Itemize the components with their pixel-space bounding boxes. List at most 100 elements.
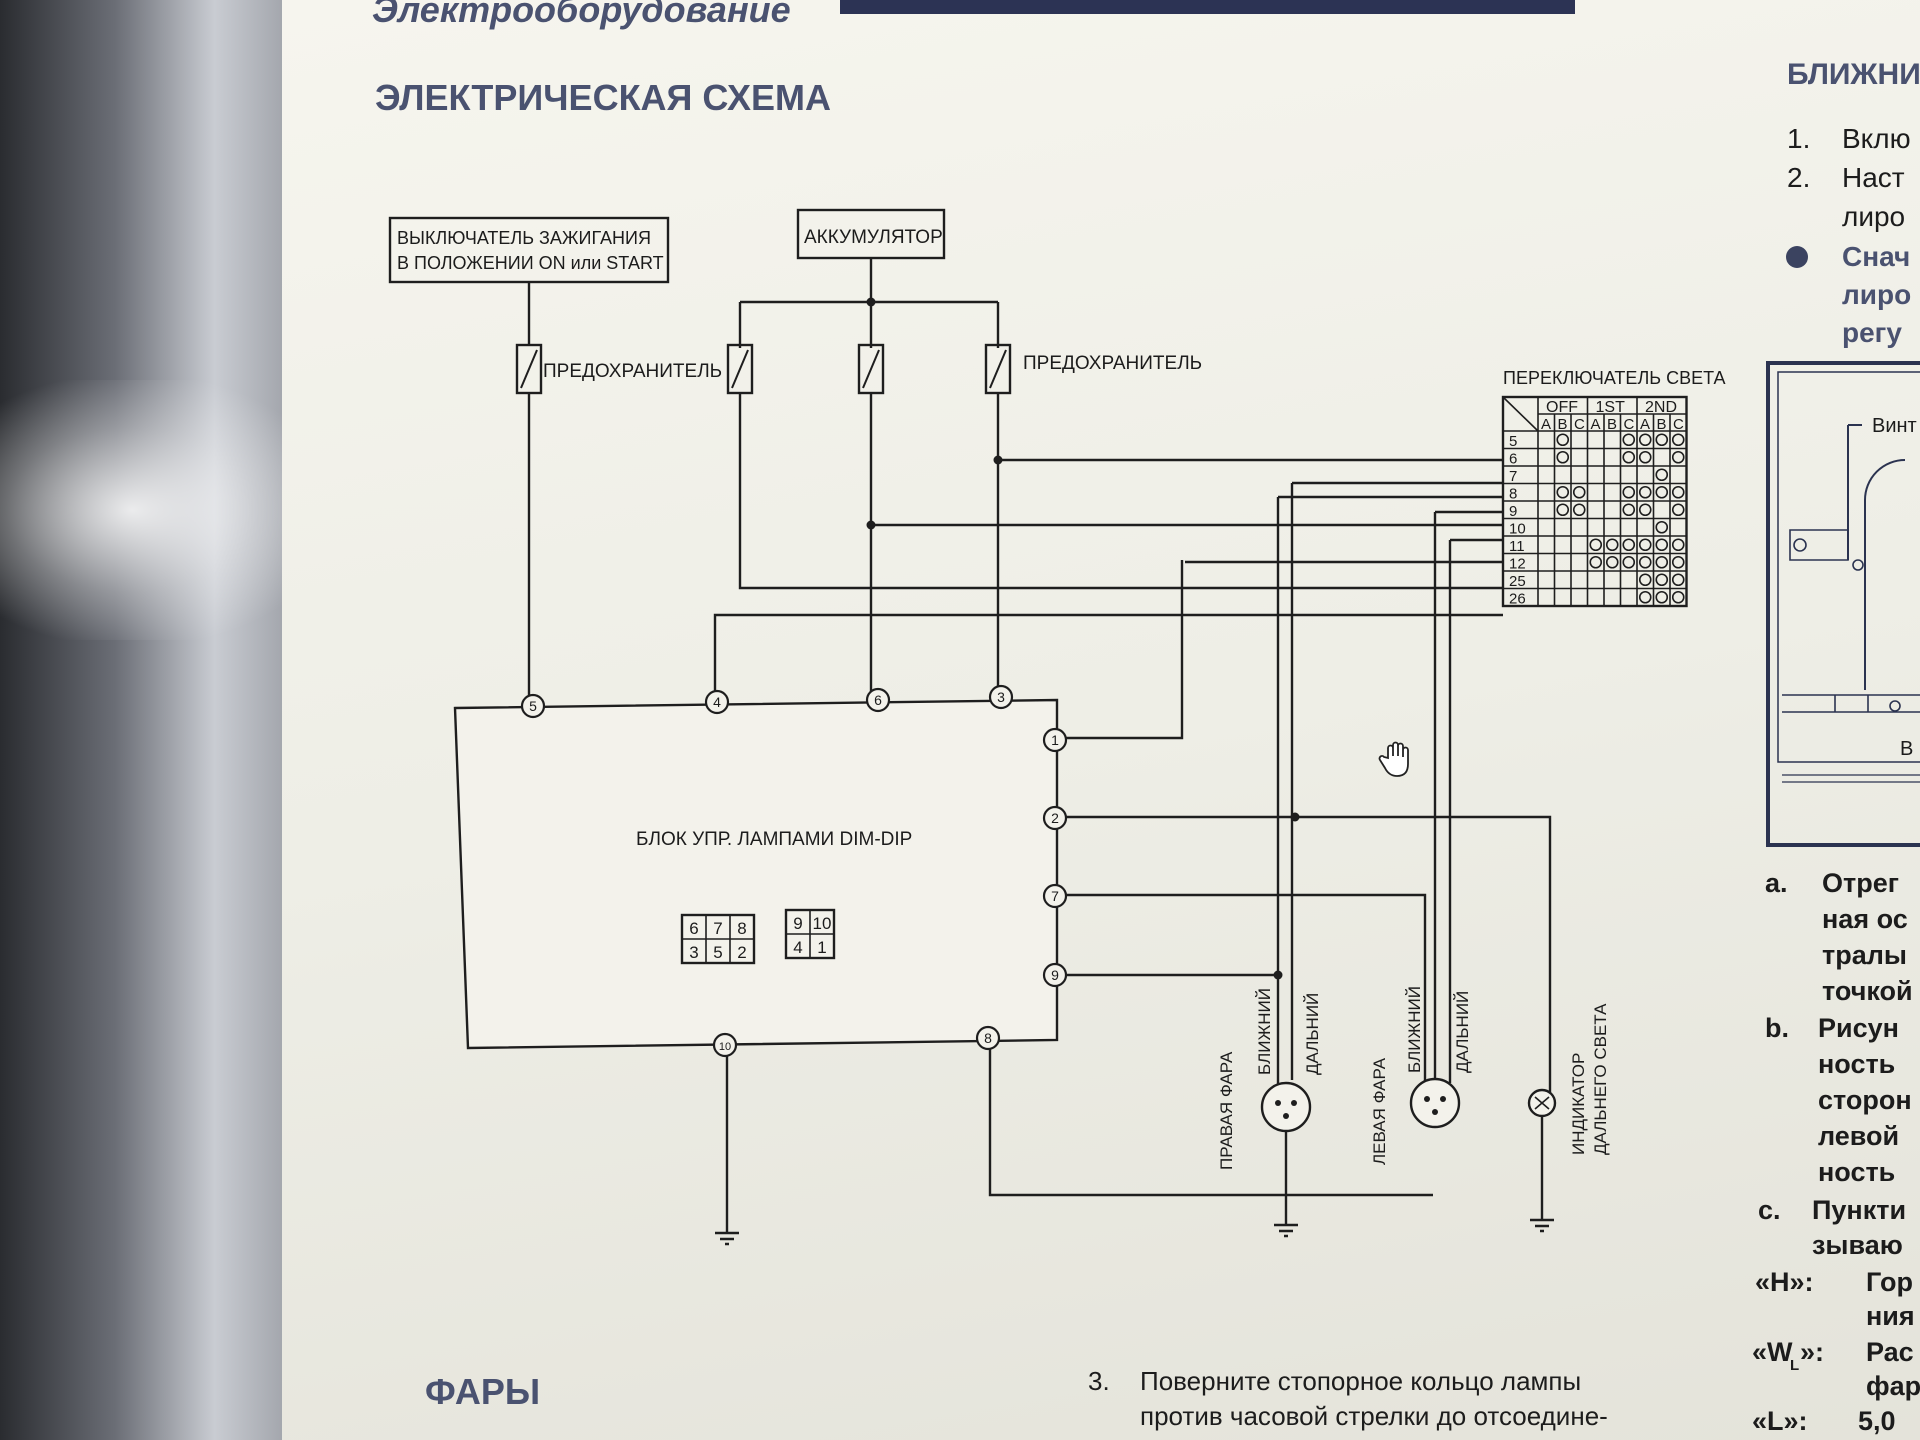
connector-pin-label: 2 [737,943,746,962]
switch-contact-marker [1622,485,1636,499]
connector-pin-label: 9 [793,914,802,933]
right-bullet1-text: Снач [1842,241,1910,272]
connector-pin-label: 8 [737,919,746,938]
right-b-text: Рисун [1818,1013,1899,1043]
switch-row-label: 11 [1509,538,1525,555]
right-low-beam-label: БЛИЖНИЙ [1255,988,1274,1075]
switch-contact-marker [1622,433,1636,447]
right-item2-cont: лиро [1842,201,1905,232]
right-headlamp-label: ПРАВАЯ ФАРА [1217,1051,1236,1170]
switch-column-label: C [1574,416,1585,433]
page-title: ЭЛЕКТРИЧЕСКАЯ СХЕМА [375,77,831,118]
switch-contact-marker [1655,538,1669,552]
right-wl-text: фар [1866,1371,1920,1401]
switch-contact-marker [1556,503,1570,517]
right-b-text: ность [1818,1157,1895,1187]
right-a-text: тралы [1822,940,1907,970]
step3-line2: против часовой стрелки до отсоедине- [1140,1401,1608,1431]
ground-symbol [1530,1218,1554,1233]
switch-contact-marker [1638,538,1652,552]
right-wl-subscript: L [1790,1357,1799,1374]
pin-top-circle [988,684,1014,710]
pin-right-label: 2 [1051,810,1059,826]
connector-pin-label: 4 [793,938,802,957]
right-c-mark: c. [1758,1195,1781,1225]
figure-label-bottom: В [1900,738,1913,760]
pin-bottom-circle [712,1032,738,1058]
switch-row-label: 25 [1509,573,1526,590]
right-headlamp-bulb [1260,1081,1312,1133]
right-b-text: левой [1818,1121,1899,1151]
switch-contact-marker [1655,433,1669,447]
right-l-text: 5,0 [1858,1406,1896,1436]
switch-contact-marker [1605,555,1619,569]
switch-contact-marker [1655,590,1669,604]
wiring-diagram: Электрооборудование ЭЛЕКТРИЧЕСКАЯ СХЕМА … [372,0,1920,1436]
connector-pin-label: 10 [813,914,832,933]
switch-contact-marker [1622,538,1636,552]
left-low-beam-label: БЛИЖНИЙ [1405,986,1424,1073]
right-bullet1-cont2: регу [1842,317,1902,348]
pin-bottom-label: 10 [719,1041,731,1053]
switch-contact-marker [1671,485,1685,499]
figure-label-top: Винт [1872,415,1917,437]
switch-contact-marker [1655,555,1669,569]
dim-dip-control-unit [453,698,1059,1050]
right-item1-num: 1. [1787,123,1810,154]
switch-contact-marker [1622,450,1636,464]
switch-contact-marker [1638,555,1652,569]
switch-contact-marker [1671,450,1685,464]
switch-position-label: 1ST [1596,399,1626,416]
pin-bottom-label: 8 [984,1030,992,1046]
switch-contact-marker [1556,485,1570,499]
step3-number: 3. [1088,1366,1110,1396]
switch-row-label: 5 [1509,433,1517,450]
screen-glare [0,380,330,640]
switch-contact-marker [1589,555,1603,569]
fuse-battery-1 [726,343,754,395]
switch-wires [527,393,1552,1095]
switch-position-label: 2ND [1645,399,1677,416]
switch-contact-marker [1638,503,1652,517]
switch-contact-marker [1638,433,1652,447]
document-page: Электрооборудование ЭЛЕКТРИЧЕСКАЯ СХЕМА … [282,0,1920,1440]
ignition-label-line1: ВЫКЛЮЧАТЕЛЬ ЗАЖИГАНИЯ [397,228,651,248]
right-item2-text: Наст [1842,162,1905,193]
switch-row-label: 9 [1509,503,1517,520]
switch-contact-marker [1638,590,1652,604]
connector-pin-label: 3 [689,943,698,962]
switch-column-label: B [1657,416,1667,433]
switch-contact-marker [1556,450,1570,464]
switch-column-label: C [1673,416,1684,433]
pin-right-circle [1042,727,1068,753]
right-a-text: ная ос [1822,904,1908,934]
switch-column-label: C [1624,416,1635,433]
switch-contact-marker [1638,573,1652,587]
switch-row-label: 6 [1509,451,1517,468]
left-headlamp-bulb [1409,1077,1461,1129]
pin-right-circle [1042,805,1068,831]
right-b-text: сторон [1818,1085,1912,1115]
right-a-text: точкой [1822,976,1913,1006]
right-b-mark: b. [1765,1013,1789,1043]
pin-top-label: 6 [874,692,882,708]
switch-contact-marker [1605,538,1619,552]
switch-contact-marker [1655,485,1669,499]
header-bar [840,0,1575,14]
pin-bottom-circle [975,1025,1001,1051]
right-l-mark: «L»: [1752,1406,1808,1436]
connector-pin-label: 5 [713,943,722,962]
pin-right-label: 1 [1051,732,1059,748]
right-c-text: Пункти [1812,1195,1906,1225]
right-column-heading: БЛИЖНИ [1787,58,1920,91]
right-c-text: зываю [1812,1230,1903,1260]
headlamp-adjust-figure [1766,361,1920,847]
junction-dot [1290,812,1300,822]
junction-dot [866,297,876,307]
switch-column-label: A [1591,416,1601,433]
bottom-heading: ФАРЫ [425,1371,540,1412]
right-h-mark: «H»: [1755,1267,1814,1297]
right-item1-text: Вклю [1842,123,1911,154]
